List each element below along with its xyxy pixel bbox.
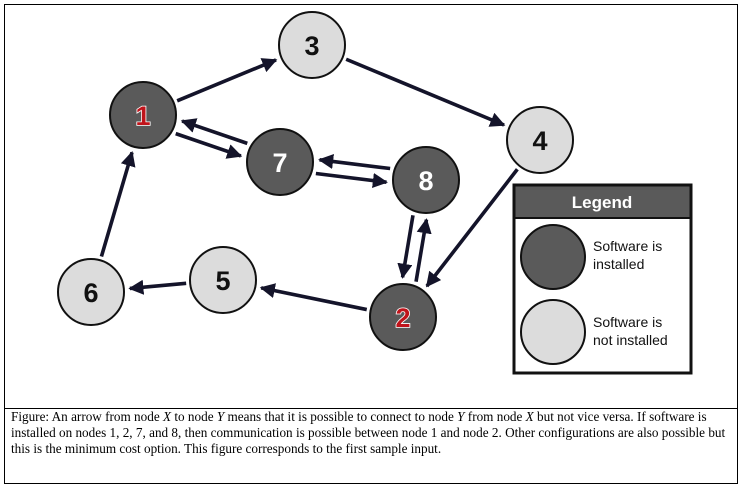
- graph-diagram: 1 2 3 4 5 6 7 8 Legend Software is installed So…: [5, 5, 737, 409]
- figure-caption: Figure: An arrow from node X to node Y m…: [11, 409, 733, 483]
- node-3-circle: [278, 11, 346, 79]
- node-8: 8: [392, 146, 460, 214]
- node-4-label: 4: [532, 126, 547, 156]
- node-7: 7: [246, 128, 314, 196]
- nodes-layer: 1 2 3 4 5 6 7 8: [57, 11, 574, 351]
- edge-7-to-8: [315, 171, 388, 189]
- figure-frame: 1 2 3 4 5 6 7 8 Legend Software is installed So…: [4, 4, 738, 484]
- caption-part-3: means that it is possible to connect to …: [224, 409, 458, 424]
- edge-3-to-4: [345, 57, 506, 127]
- node-6: 6: [57, 258, 125, 326]
- node-3: 3: [278, 11, 346, 79]
- edge-2-to-5: [259, 283, 368, 312]
- node-7-circle: [246, 128, 314, 196]
- edge-8-to-7: [318, 153, 391, 171]
- legend-not-installed-line2: not installed: [593, 332, 668, 348]
- legend-header: [515, 186, 690, 218]
- caption-part-4: from node: [464, 409, 526, 424]
- edge-4-to-2: [425, 168, 519, 288]
- caption-var-x2: X: [525, 409, 534, 424]
- node-2-circle: [369, 283, 437, 351]
- edges-layer: [99, 57, 519, 312]
- edge-1-to-3: [176, 58, 278, 103]
- edge-2-to-8: [414, 218, 432, 282]
- node-4: 4: [506, 106, 574, 174]
- legend-not-installed-line1: Software is: [593, 314, 662, 330]
- node-6-label: 6: [83, 278, 98, 308]
- node-3-label: 3: [304, 31, 319, 61]
- node-6-circle: [57, 258, 125, 326]
- node-5: 5: [189, 246, 257, 314]
- caption-part-1: Figure: An arrow from node: [11, 409, 163, 424]
- caption-var-y2: Y: [457, 409, 465, 424]
- node-5-label: 5: [215, 266, 230, 296]
- node-8-circle: [392, 146, 460, 214]
- legend-box: Legend Software is installed Software is…: [512, 183, 693, 375]
- node-1-label: 1: [135, 101, 150, 131]
- legend-installed-swatch: [520, 224, 586, 290]
- graph-svg: 1 2 3 4 5 6 7 8 Legend Software is installed So…: [57, 11, 693, 375]
- edge-7-to-1: [180, 118, 248, 146]
- node-7-label: 7: [272, 148, 287, 178]
- caption-var-y1: Y: [216, 409, 225, 424]
- node-5-circle: [189, 246, 257, 314]
- node-8-label: 8: [418, 166, 433, 196]
- legend-title: Legend: [572, 193, 632, 212]
- caption-var-x1: X: [163, 409, 172, 424]
- legend-installed-line1: Software is: [593, 238, 662, 254]
- edge-1-to-7: [175, 131, 243, 159]
- edge-5-to-6: [128, 279, 187, 295]
- legend-not-installed-swatch: [520, 299, 586, 365]
- node-2-label: 2: [395, 303, 410, 333]
- node-1-circle: [109, 81, 177, 149]
- edge-6-to-1: [99, 150, 136, 258]
- node-4-circle: [506, 106, 574, 174]
- caption-part-5: but not vice versa. If software is insta…: [11, 409, 726, 456]
- caption-part-2: to node: [171, 409, 217, 424]
- node-2: 2: [369, 283, 437, 351]
- edge-8-to-2: [397, 215, 415, 279]
- legend-installed-line2: installed: [593, 256, 644, 272]
- node-1: 1: [109, 81, 177, 149]
